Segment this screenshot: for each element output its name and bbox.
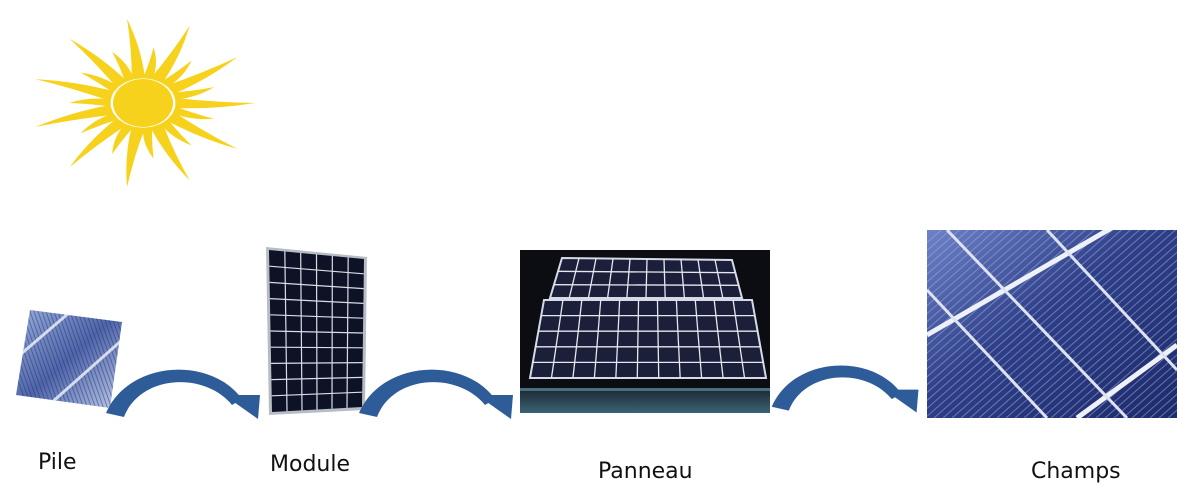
curved-arrow-icon	[359, 369, 513, 419]
stage-label-panneau: Panneau	[598, 459, 693, 484]
solar-field-image	[927, 230, 1177, 418]
curved-arrow-icon	[771, 365, 919, 413]
stage-label-champs: Champs	[1031, 459, 1121, 484]
sun-icon	[35, 18, 256, 188]
stage-label-module: Module	[270, 452, 350, 477]
solar-module-image	[266, 247, 367, 415]
curved-arrow-icon	[106, 369, 260, 419]
stage-label-pile: Pile	[38, 450, 77, 475]
solar-panel-image	[520, 250, 770, 413]
solar-cell-image	[16, 310, 122, 408]
